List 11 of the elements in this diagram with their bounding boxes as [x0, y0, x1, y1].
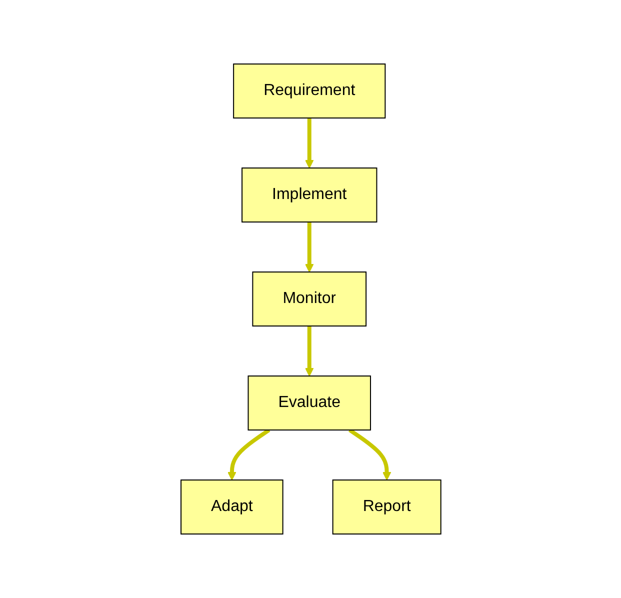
arrow: [304, 326, 314, 376]
node-box: Evaluate: [247, 376, 371, 430]
arrow: [348, 428, 391, 480]
arrow: [304, 222, 314, 272]
node-box: Adapt: [180, 480, 283, 534]
node-box: Monitor: [252, 272, 366, 326]
arrow: [227, 428, 270, 480]
node-box: Report: [332, 480, 441, 534]
arrow: [304, 118, 314, 168]
node-box: Implement: [241, 168, 377, 222]
node-box: Requirement: [232, 64, 386, 118]
